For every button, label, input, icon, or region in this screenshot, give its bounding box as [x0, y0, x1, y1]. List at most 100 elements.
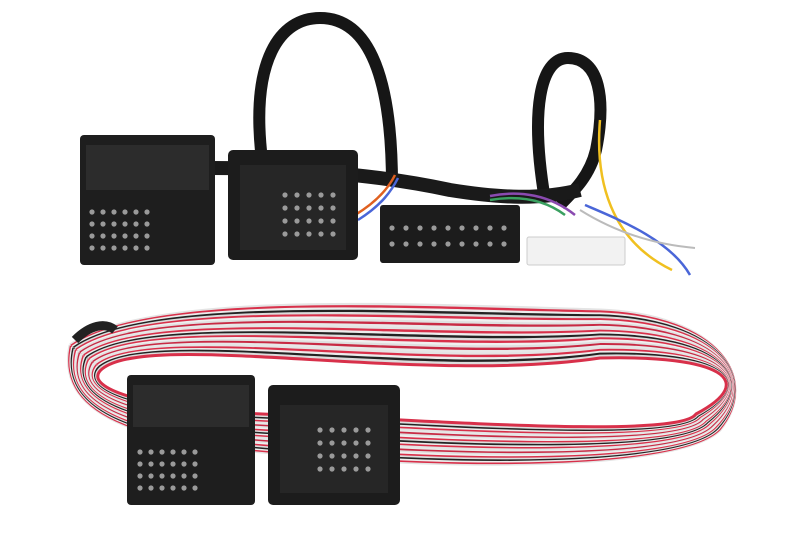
pin: [365, 466, 371, 472]
pin: [170, 485, 176, 491]
wire-yellow: [597, 119, 673, 272]
pin: [111, 233, 117, 239]
pin: [100, 221, 106, 227]
pin: [459, 241, 465, 247]
pin: [459, 225, 465, 231]
pin: [192, 485, 198, 491]
pin: [144, 233, 150, 239]
pin: [294, 231, 300, 237]
pin: [341, 453, 347, 459]
pin: [431, 241, 437, 247]
pin: [144, 245, 150, 251]
pin: [137, 449, 143, 455]
braided-loop-right: [532, 51, 607, 210]
pin: [159, 473, 165, 479]
wire-purple: [489, 192, 576, 216]
pin: [122, 221, 128, 227]
pin: [403, 241, 409, 247]
pin: [417, 241, 423, 247]
pin: [330, 218, 336, 224]
bottom-harness: [127, 375, 400, 505]
coil-tie: [71, 321, 118, 344]
pin: [181, 461, 187, 467]
pin: [294, 218, 300, 224]
pin: [159, 461, 165, 467]
pin: [329, 453, 335, 459]
pin: [133, 233, 139, 239]
pin: [192, 473, 198, 479]
pin: [148, 461, 154, 467]
pin: [473, 225, 479, 231]
pin: [365, 453, 371, 459]
pin: [282, 192, 288, 198]
wire-blue-2: [357, 177, 400, 222]
quadlock-connector-top: [80, 135, 215, 265]
pin: [353, 466, 359, 472]
pin: [329, 466, 335, 472]
connector-square-top: [228, 150, 358, 260]
pin: [137, 473, 143, 479]
pin: [100, 233, 106, 239]
pin: [330, 231, 336, 237]
pin: [341, 440, 347, 446]
pin: [282, 205, 288, 211]
pin: [294, 192, 300, 198]
top-harness: [80, 11, 696, 276]
pin: [317, 440, 323, 446]
pin: [89, 221, 95, 227]
pin: [330, 205, 336, 211]
pin: [111, 221, 117, 227]
pin: [144, 209, 150, 215]
pin: [365, 440, 371, 446]
pin: [282, 218, 288, 224]
pin: [181, 449, 187, 455]
pin: [330, 192, 336, 198]
pin: [89, 209, 95, 215]
quadlock-connector-bottom: [127, 375, 255, 505]
pin: [111, 209, 117, 215]
pin: [487, 241, 493, 247]
pin: [111, 245, 117, 251]
pin: [317, 427, 323, 433]
pin: [445, 225, 451, 231]
wire-orange: [354, 174, 397, 217]
pin: [318, 192, 324, 198]
pin: [306, 192, 312, 198]
pin: [417, 225, 423, 231]
pin: [181, 473, 187, 479]
pin: [122, 209, 128, 215]
pin: [144, 221, 150, 227]
pin: [133, 209, 139, 215]
pin: [306, 205, 312, 211]
braided-loop-left: [253, 11, 398, 186]
pin: [341, 466, 347, 472]
pin: [122, 245, 128, 251]
pin: [318, 218, 324, 224]
pin: [365, 427, 371, 433]
pin: [329, 440, 335, 446]
pin: [89, 245, 95, 251]
wire-grey: [579, 209, 696, 249]
pin: [318, 231, 324, 237]
pin: [294, 205, 300, 211]
pin: [100, 245, 106, 251]
pin: [170, 473, 176, 479]
pin: [403, 225, 409, 231]
pin: [389, 225, 395, 231]
pin: [148, 485, 154, 491]
pin: [389, 241, 395, 247]
pin: [353, 440, 359, 446]
pin: [148, 473, 154, 479]
pin: [473, 241, 479, 247]
pin: [306, 218, 312, 224]
pin: [501, 241, 507, 247]
pin: [89, 233, 95, 239]
connector-square-bottom: [268, 385, 400, 505]
pin: [159, 485, 165, 491]
pin: [159, 449, 165, 455]
wire-green: [489, 196, 566, 217]
pin: [133, 245, 139, 251]
pin: [192, 461, 198, 467]
pin: [192, 449, 198, 455]
